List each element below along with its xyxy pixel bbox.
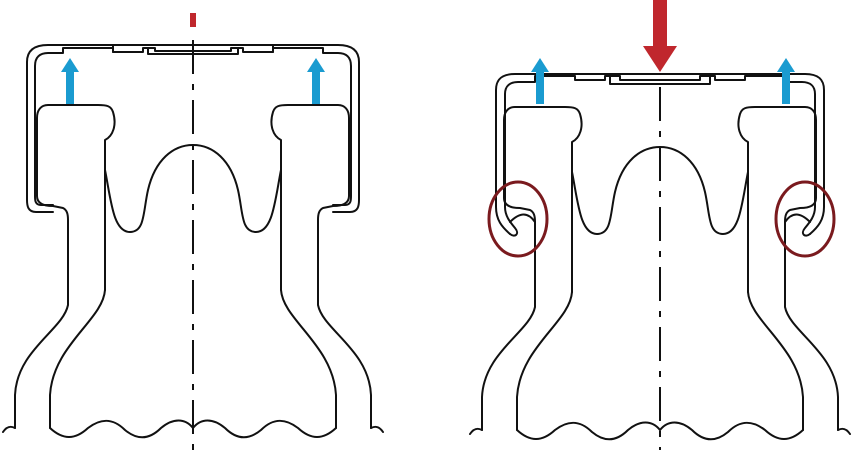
bottle-neck-right-side — [192, 104, 384, 439]
force-marker-icon — [190, 13, 196, 27]
force-arrow-icon — [643, 0, 677, 72]
bottle-neck-left-side — [2, 104, 194, 439]
bottle-neck-right-side — [659, 106, 851, 441]
figure-before — [2, 13, 384, 450]
lift-arrow-icon — [61, 58, 79, 104]
cap-left-side — [26, 44, 194, 213]
bottle-neck-left-side — [469, 106, 661, 441]
cap-right-side — [192, 44, 360, 213]
highlight-circle-left — [487, 180, 549, 258]
figure-after — [469, 0, 851, 450]
lift-arrow-icon — [307, 58, 325, 104]
highlight-circle-right — [774, 180, 836, 258]
